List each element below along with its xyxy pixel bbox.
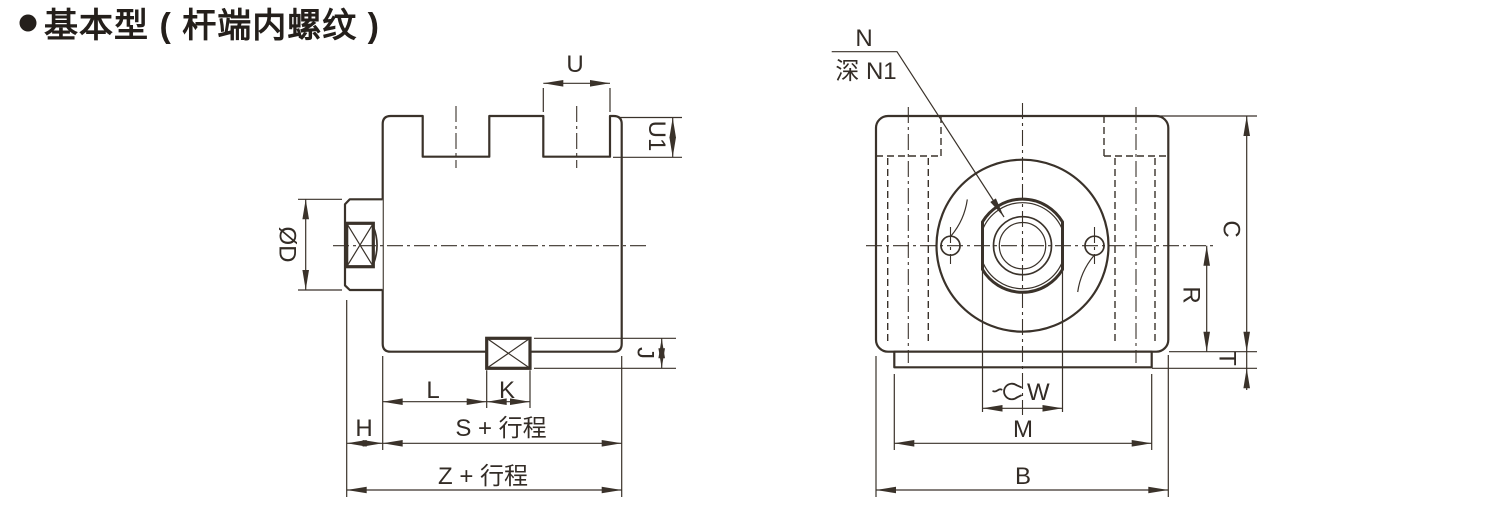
dim-label-t: T [1214, 351, 1241, 366]
port-cross [486, 337, 531, 369]
pin-hole-right [1084, 235, 1105, 257]
side-extension-lines [298, 88, 682, 497]
dim-label-w: W [1027, 379, 1050, 406]
rod-end-thread-symbol [345, 221, 378, 269]
dim-label-u1: U1 [643, 121, 670, 152]
leader-line [831, 51, 1005, 218]
dim-label-s-stroke: S + 行程 [455, 415, 546, 442]
boss-outline-with-flats [981, 197, 1064, 294]
leader-callout: N 深 N1 [831, 25, 1005, 218]
end-arrowheads [876, 116, 1250, 494]
bolt-circle-arcs [950, 199, 1095, 293]
rod-end-arc [372, 226, 378, 265]
port-symbol [485, 336, 532, 370]
end-view [866, 103, 1213, 415]
dim-label-n: N [855, 25, 872, 52]
cylinder-body-side [381, 114, 623, 353]
rod-end-cross [346, 222, 374, 268]
dim-label-r: R [1178, 286, 1205, 303]
bullet-icon [19, 14, 37, 32]
dim-label-m: M [1013, 416, 1033, 443]
thread-minor-circle [998, 221, 1047, 270]
dim-label-od: ØD [274, 227, 301, 263]
dim-label-z-stroke: Z + 行程 [438, 463, 528, 490]
end-dimension-lines [876, 116, 1248, 491]
dim-label-k: K [499, 377, 515, 404]
end-view-centerlines [866, 103, 1213, 415]
thread-major-circle [992, 215, 1053, 276]
side-view [333, 106, 648, 370]
dim-label-j: J [632, 347, 659, 359]
flange-circle [935, 158, 1110, 333]
dim-label-n-depth: 深 N1 [835, 58, 896, 85]
side-arrowheads [302, 80, 676, 494]
boss-inner-arcs [981, 202, 1064, 290]
end-extension-lines [875, 115, 1257, 497]
dim-label-c: C [1218, 220, 1245, 237]
side-view-centerlines [333, 106, 648, 247]
end-view-dimensions: N 深 N1 W M B C R T [831, 25, 1257, 497]
dim-label-h: H [355, 415, 372, 442]
side-view-dimensions: U U1 ØD J L K H S + 行程 Z + 行程 [274, 51, 682, 497]
pin-hole-left [940, 235, 961, 257]
dim-label-u: U [566, 51, 583, 78]
drawing-title: 基本型 ( 杆端内螺纹 ) [19, 7, 380, 45]
end-view-hidden-lines [876, 116, 1169, 345]
wrench-icon [992, 382, 1022, 401]
dim-label-b: B [1015, 463, 1031, 490]
page-title: 基本型 ( 杆端内螺纹 ) [44, 7, 380, 45]
rod-boss [981, 197, 1064, 294]
leader-arrowhead [990, 198, 1004, 217]
dim-label-l: L [426, 377, 439, 404]
